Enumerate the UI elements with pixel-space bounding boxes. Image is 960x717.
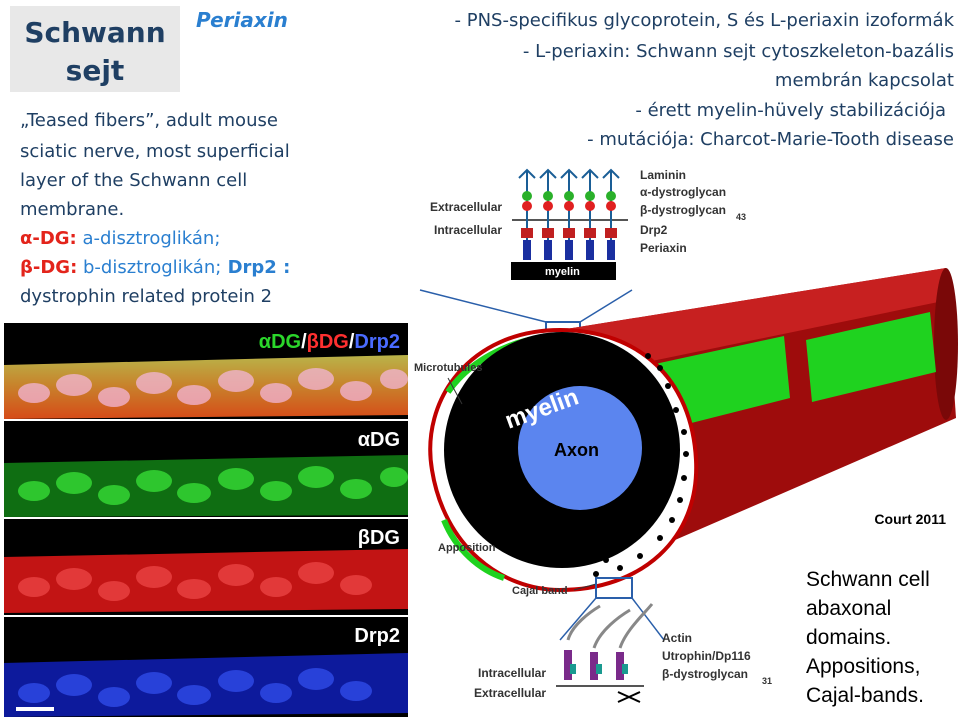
- periaxin-line-5: - mutációja: Charcot-Marie-Tooth disease: [587, 129, 954, 150]
- abaxonal-line-4: Appositions,: [806, 655, 921, 678]
- top-myelin-label: myelin: [545, 266, 580, 278]
- legend-actin: Actin: [662, 631, 692, 645]
- bdg-fiber-image: [4, 549, 408, 613]
- merged-label-drp2: Drp2: [354, 331, 400, 353]
- microtubules-label: Microtubules: [414, 362, 482, 374]
- cross-section: myelin Axon: [428, 327, 699, 593]
- adg-fiber-image: [4, 455, 408, 517]
- periaxin-line-1: - PNS-specifikus glycoprotein, S és L-pe…: [454, 10, 955, 31]
- legend-beta-dystroglycan-subscript: 43: [736, 212, 746, 222]
- citation: Court 2011: [874, 511, 946, 527]
- merged-label: αDG/βDG/Drp2: [259, 331, 400, 354]
- micrograph-bdg: βDG: [4, 519, 408, 615]
- zoom-box-bottom: [595, 577, 633, 599]
- title-line-2: sejt: [65, 54, 125, 87]
- periaxin-line-3: membrán kapcsolat: [774, 70, 954, 91]
- micrograph-adg: αDG: [4, 421, 408, 517]
- merged-label-bdg: βDG: [306, 331, 349, 353]
- scale-bar: [16, 707, 54, 711]
- zoom-line-bottom-right: [631, 597, 665, 641]
- bdg-label: βDG: [357, 527, 400, 549]
- drp2-abbr: Drp2: [221, 257, 277, 278]
- merged-label-slash-2: /: [348, 331, 355, 353]
- bdg-abbr: β-DG:: [20, 257, 78, 278]
- title-line-1: Schwann: [24, 16, 166, 49]
- drp2-fiber-image: [4, 653, 408, 717]
- micrograph-drp2: Drp2: [4, 617, 408, 717]
- top-extracellular-label: Extracellular: [430, 200, 502, 214]
- axon-label: Axon: [554, 440, 599, 460]
- bottom-legend: Actin Utrophin/Dp116 β-dystroglycan 31: [662, 631, 772, 686]
- merged-fiber-image: [4, 355, 408, 419]
- bdg-def: b-disztroglikán;: [77, 257, 222, 278]
- zoom-line-top-left: [419, 289, 547, 323]
- left-text-line-4: membrane.: [20, 199, 125, 220]
- bottom-intracellular-label: Intracellular: [478, 666, 546, 680]
- top-inset: Extracellular Intracellular myelin Lamin…: [430, 168, 746, 280]
- top-legend: Laminin α-dystroglycan β-dystroglycan 43…: [640, 168, 746, 255]
- zoom-line-top-right: [579, 289, 633, 323]
- top-intracellular-label: Intracellular: [434, 223, 502, 237]
- adg-label: αDG: [357, 429, 400, 451]
- legend-periaxin: Periaxin: [640, 241, 687, 255]
- legend-beta-dystroglycan: β-dystroglycan: [640, 203, 726, 217]
- microtubules-pointer: [447, 377, 463, 405]
- axon-circle: [518, 386, 642, 510]
- cajal-band-label: Cajal band: [512, 585, 568, 597]
- apposition-label: Apposition: [438, 542, 496, 554]
- periaxin-line-4: - érett myelin-hüvely stabilizációja: [635, 100, 946, 121]
- abaxonal-line-2: abaxonal: [806, 597, 892, 620]
- dgc-units: [518, 168, 620, 260]
- drp2-colon: :: [276, 257, 291, 278]
- top-myelin-bar: [511, 262, 616, 280]
- zoom-line-bottom-left: [559, 597, 597, 641]
- abaxonal-line-1: Schwann cell: [806, 568, 930, 591]
- periaxin-label: Periaxin: [196, 8, 288, 32]
- merged-label-slash-1: /: [301, 331, 307, 353]
- adg-def: a-disztroglikán;: [76, 228, 221, 249]
- legend-beta-dystroglycan-31-subscript: 31: [762, 676, 772, 686]
- drp2-def: dystrophin related protein 2: [20, 286, 273, 307]
- merged-label-adg: αDG: [258, 331, 302, 353]
- legend-utrophin: Utrophin/Dp116: [662, 649, 751, 663]
- adg-abbr: α-DG:: [20, 228, 77, 249]
- legend-alpha-dystroglycan: α-dystroglycan: [640, 185, 726, 199]
- abaxonal-line-5: Cajal-bands.: [806, 684, 924, 707]
- left-text-line-1: „Teased fibers”, adult mouse: [20, 110, 278, 131]
- left-text-line-3: layer of the Schwann cell: [20, 170, 248, 191]
- bottom-extracellular-label: Extracellular: [474, 686, 546, 700]
- bdg-drp2-definition: β-DG: b-disztroglikán; Drp2 :: [20, 257, 290, 278]
- green-apposition-patch-2: [806, 312, 936, 402]
- periaxin-line-2: - L-periaxin: Schwann sejt cytoszkeleton…: [522, 41, 954, 62]
- title-box: Schwann sejt: [10, 6, 180, 92]
- legend-beta-dystroglycan-31: β-dystroglycan: [662, 667, 748, 681]
- micrograph-merged: αDG/βDG/Drp2: [4, 323, 408, 419]
- bottom-inset: Intracellular Extracellular Actin Utroph…: [474, 603, 772, 703]
- legend-laminin: Laminin: [640, 168, 686, 182]
- legend-drp2: Drp2: [640, 223, 668, 237]
- adg-definition: α-DG: a-disztroglikán;: [20, 228, 220, 249]
- left-text-line-2: sciatic nerve, most superficial: [20, 141, 290, 162]
- fiber-body: [560, 268, 958, 590]
- cajal-band-pointer: [573, 583, 597, 591]
- drp2-label: Drp2: [354, 625, 400, 647]
- abaxonal-line-3: domains.: [806, 626, 892, 649]
